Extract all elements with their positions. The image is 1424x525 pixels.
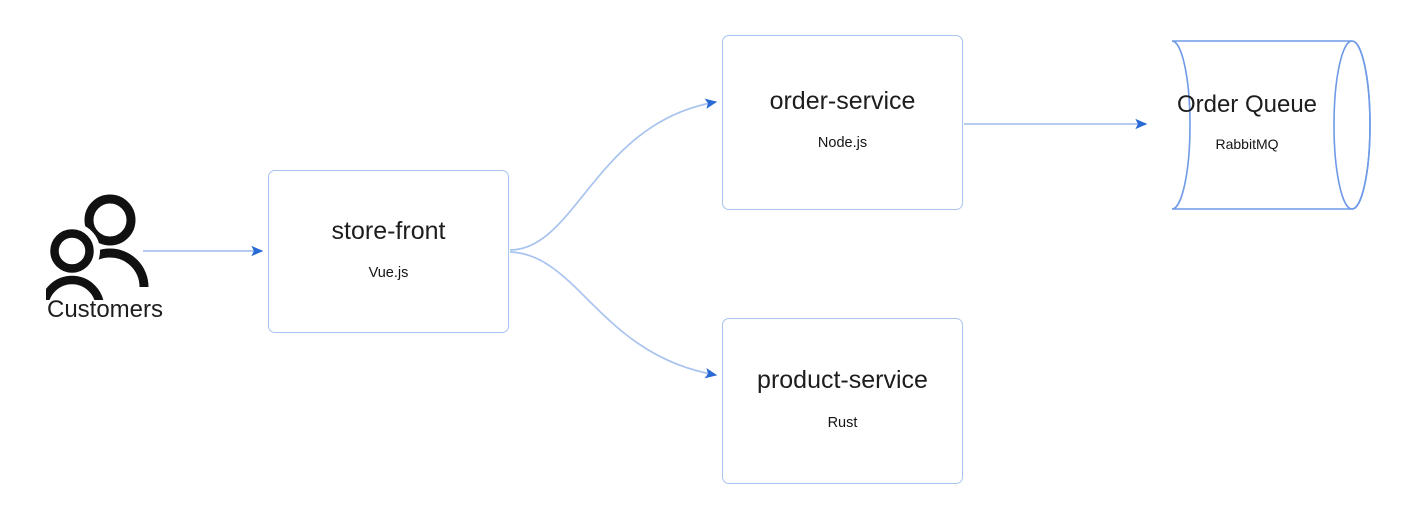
- node-order-service-subtitle: Node.js: [817, 135, 868, 152]
- node-order-service[interactable]: order-service Node.js: [722, 35, 963, 210]
- actor-customers-label: Customers: [46, 296, 164, 323]
- two-people-icon: [46, 194, 149, 300]
- node-product-service-title: product-service: [757, 366, 928, 395]
- node-product-service-subtitle: Rust: [827, 414, 858, 431]
- node-order-service-title: order-service: [769, 86, 916, 115]
- node-store-front-title: store-front: [331, 216, 446, 245]
- actor-customers[interactable]: Customers: [40, 192, 170, 332]
- cylinder-shape: [1171, 40, 1371, 210]
- node-product-service[interactable]: product-service Rust: [722, 318, 963, 484]
- node-order-queue[interactable]: Order Queue RabbitMQ: [1158, 38, 1372, 212]
- edge-store-front-to-product-service: [509, 251, 718, 379]
- edge-store-front-to-order-service: [509, 98, 718, 251]
- node-store-front-subtitle: Vue.js: [368, 265, 409, 282]
- node-store-front[interactable]: store-front Vue.js: [268, 170, 509, 333]
